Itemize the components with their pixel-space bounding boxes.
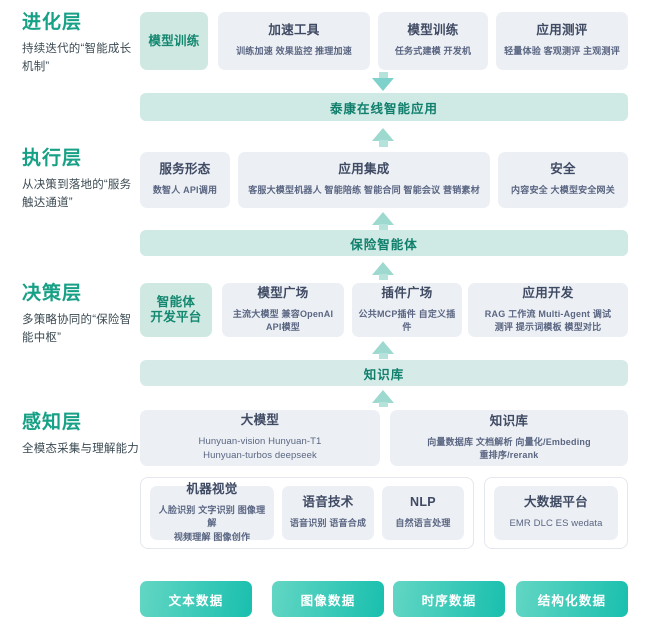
card-title: 安全 <box>550 162 576 177</box>
card-title: 模型训练 <box>148 33 200 48</box>
card-subtitle: 客服大模型机器人 智能陪练 智能合同 智能会议 营销素材 <box>248 185 480 196</box>
arrow-up-icon <box>372 212 394 225</box>
card-title: 知识库 <box>489 413 529 428</box>
arrow-stem-up <box>379 140 388 147</box>
card-evolution-1[interactable]: 模型训练 任务式建模 开发机 <box>378 12 488 70</box>
card-title: NLP <box>410 495 436 510</box>
arrow-up-icon <box>372 341 394 354</box>
arrow-up-icon <box>372 390 394 403</box>
card-title: 应用测评 <box>536 23 588 38</box>
card-title: 模型训练 <box>407 23 459 38</box>
bar-label: 泰康在线智能应用 <box>329 101 438 116</box>
card-title: 机器视觉 <box>186 482 238 497</box>
card-subtitle: 内容安全 大模型安全网关 <box>511 185 615 196</box>
card-execution-2[interactable]: 安全 内容安全 大模型安全网关 <box>498 152 628 208</box>
card-decision-0[interactable]: 模型广场 主流大模型 兼容OpenAI API模型 <box>222 283 344 337</box>
arrow-stem-up <box>379 353 388 359</box>
card-perception-nlp[interactable]: NLP 自然语言处理 <box>382 486 464 540</box>
card-subtitle: RAG 工作流 Multi-Agent 调试 测评 提示词模板 模型对比 <box>484 308 612 332</box>
card-subtitle: 任务式建模 开发机 <box>394 46 472 57</box>
chip-label: 时序数据 <box>421 593 477 608</box>
chip-label: 图像数据 <box>300 593 356 608</box>
card-subtitle: 轻量体验 客观测评 主观测评 <box>504 46 620 57</box>
card-title: 大数据平台 <box>523 495 588 510</box>
chip-structured-data[interactable]: 结构化数据 <box>516 581 628 617</box>
card-title: 服务形态 <box>159 162 211 177</box>
bar-label: 保险智能体 <box>350 237 418 252</box>
card-perception-bigdata[interactable]: 大数据平台 EMR DLC ES wedata <box>494 486 618 540</box>
arrow-down-icon <box>372 78 394 91</box>
bar-label: 知识库 <box>363 367 405 382</box>
card-title: 语音技术 <box>302 495 354 510</box>
arrow-up-icon <box>372 262 394 275</box>
card-perception-speech[interactable]: 语音技术 语音识别 语音合成 <box>282 486 374 540</box>
layer-title: 进化层 <box>22 12 83 33</box>
bar-taikang-online-app: 泰康在线智能应用 <box>140 93 628 121</box>
arrow-stem-up <box>379 224 388 230</box>
layer-label-decision: 决策层 多策略协同的“保险智能中枢” <box>22 283 142 347</box>
card-subtitle: 人脸识别 文字识别 图像理解 视频理解 图像创作 <box>158 505 266 542</box>
card-perception-large-model[interactable]: 大模型 Hunyuan-vision Hunyuan-T1 Hunyuan-tu… <box>140 410 380 466</box>
card-title: 应用集成 <box>338 162 390 177</box>
bar-knowledge-base: 知识库 <box>140 360 628 386</box>
card-subtitle: 自然语言处理 <box>395 518 451 529</box>
card-title: 应用开发 <box>522 285 574 300</box>
chip-timeseries-data[interactable]: 时序数据 <box>393 581 505 617</box>
card-subtitle: 主流大模型 兼容OpenAI API模型 <box>232 308 334 332</box>
layer-description: 全模态采集与理解能力 <box>22 442 139 455</box>
card-subtitle: Hunyuan-vision Hunyuan-T1 Hunyuan-turbos… <box>198 436 322 461</box>
card-perception-vision[interactable]: 机器视觉 人脸识别 文字识别 图像理解 视频理解 图像创作 <box>150 482 274 542</box>
card-title: 大模型 <box>240 413 280 428</box>
card-subtitle: EMR DLC ES wedata <box>509 518 603 530</box>
card-evolution-2[interactable]: 应用测评 轻量体验 客观测评 主观测评 <box>496 12 628 70</box>
layer-description: 多策略协同的“保险智能中枢” <box>22 313 132 344</box>
card-subtitle: 训练加速 效果监控 推理加速 <box>236 46 352 57</box>
arrow-up-icon <box>372 128 394 141</box>
layer-title: 执行层 <box>22 148 83 169</box>
arrow-stem-up <box>379 402 388 407</box>
card-subtitle: 公共MCP插件 自定义插件 <box>358 308 456 332</box>
card-perception-knowledge-base[interactable]: 知识库 向量数据库 文档解析 向量化/Embeding 重排序/rerank <box>390 410 628 466</box>
card-execution-1[interactable]: 应用集成 客服大模型机器人 智能陪练 智能合同 智能会议 营销素材 <box>238 152 490 208</box>
card-decision-2[interactable]: 应用开发 RAG 工作流 Multi-Agent 调试 测评 提示词模板 模型对… <box>468 283 628 337</box>
card-title: 加速工具 <box>268 23 320 38</box>
card-evolution-highlight[interactable]: 模型训练 <box>140 12 208 70</box>
card-subtitle: 数智人 API调用 <box>152 185 218 196</box>
card-decision-1[interactable]: 插件广场 公共MCP插件 自定义插件 <box>352 283 462 337</box>
layer-label-perception: 感知层 全模态采集与理解能力 <box>22 412 142 459</box>
card-subtitle: 语音识别 语音合成 <box>289 518 367 529</box>
chip-image-data[interactable]: 图像数据 <box>272 581 384 617</box>
chip-text-data[interactable]: 文本数据 <box>140 581 252 617</box>
card-evolution-0[interactable]: 加速工具 训练加速 效果监控 推理加速 <box>218 12 370 70</box>
card-decision-highlight[interactable]: 智能体 开发平台 <box>140 283 212 337</box>
card-title: 模型广场 <box>257 285 309 300</box>
layer-title: 感知层 <box>22 412 83 433</box>
card-execution-0[interactable]: 服务形态 数智人 API调用 <box>140 152 230 208</box>
arrow-stem-up <box>379 274 388 280</box>
chip-label: 结构化数据 <box>537 593 607 608</box>
arrow-stem-down <box>379 72 388 79</box>
chip-label: 文本数据 <box>168 593 224 608</box>
card-subtitle: 向量数据库 文档解析 向量化/Embeding 重排序/rerank <box>427 436 591 460</box>
layer-description: 从决策到落地的“服务触达通道” <box>22 178 132 209</box>
bar-insurance-agent: 保险智能体 <box>140 230 628 256</box>
card-title: 插件广场 <box>381 285 433 300</box>
layer-description: 持续迭代的“智能成长机制” <box>22 42 132 73</box>
layer-label-evolution: 进化层 持续迭代的“智能成长机制” <box>22 12 142 76</box>
layer-label-execution: 执行层 从决策到落地的“服务触达通道” <box>22 148 142 212</box>
layer-title: 决策层 <box>22 283 83 304</box>
card-title: 智能体 开发平台 <box>150 295 202 324</box>
